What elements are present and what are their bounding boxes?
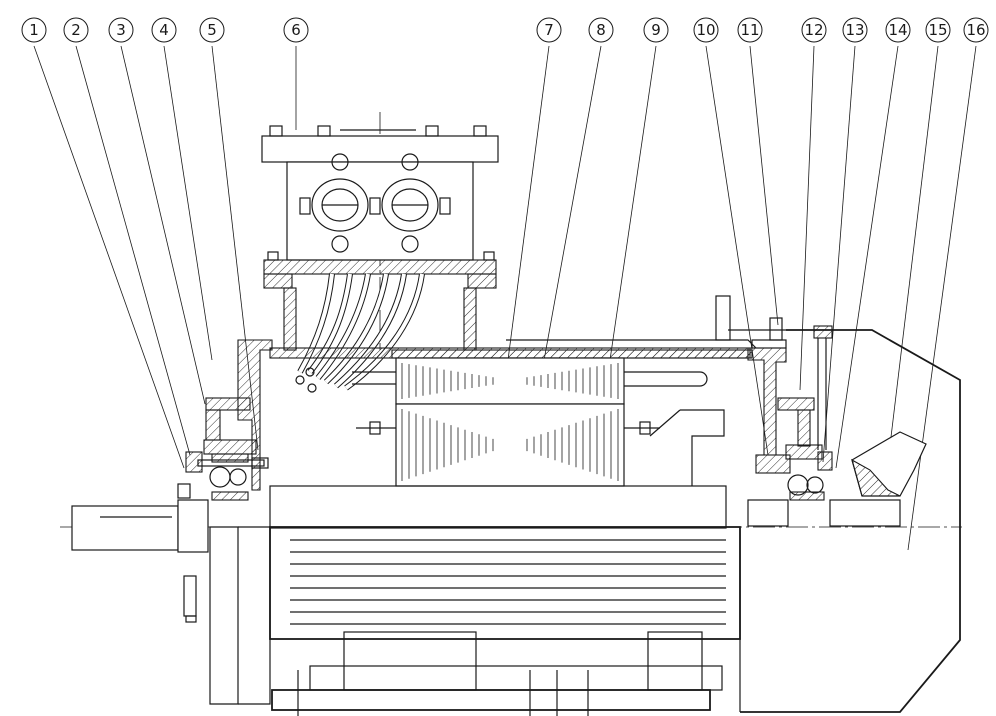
lead-wires — [297, 273, 425, 391]
callout-11: 11 — [740, 21, 759, 39]
callout-9: 9 — [651, 21, 661, 39]
terminal-box — [261, 125, 499, 391]
callout-10: 10 — [696, 21, 715, 39]
callout-1: 1 — [29, 21, 39, 39]
callout-4: 4 — [159, 21, 169, 39]
frame — [269, 295, 757, 359]
callout-13: 13 — [845, 21, 864, 39]
callout-2: 2 — [71, 21, 81, 39]
frame-exterior — [183, 526, 741, 716]
shaft — [71, 499, 901, 553]
callout-7: 7 — [544, 21, 554, 39]
rotor-region — [269, 367, 727, 529]
non-drive-end-bearing — [728, 317, 833, 501]
fan — [851, 431, 927, 497]
drive-end-bearing — [177, 339, 273, 501]
callouts: 1 2 3 4 5 6 7 8 9 10 11 12 13 14 15 16 — [21, 17, 989, 43]
callout-12: 12 — [804, 21, 823, 39]
callout-14: 14 — [888, 21, 907, 39]
callout-5: 5 — [207, 21, 217, 39]
leader-lines — [33, 45, 977, 551]
callout-15: 15 — [928, 21, 947, 39]
callout-3: 3 — [116, 21, 126, 39]
callout-8: 8 — [596, 21, 606, 39]
stator-core — [356, 357, 660, 487]
callout-16: 16 — [966, 21, 985, 39]
callout-6: 6 — [291, 21, 301, 39]
